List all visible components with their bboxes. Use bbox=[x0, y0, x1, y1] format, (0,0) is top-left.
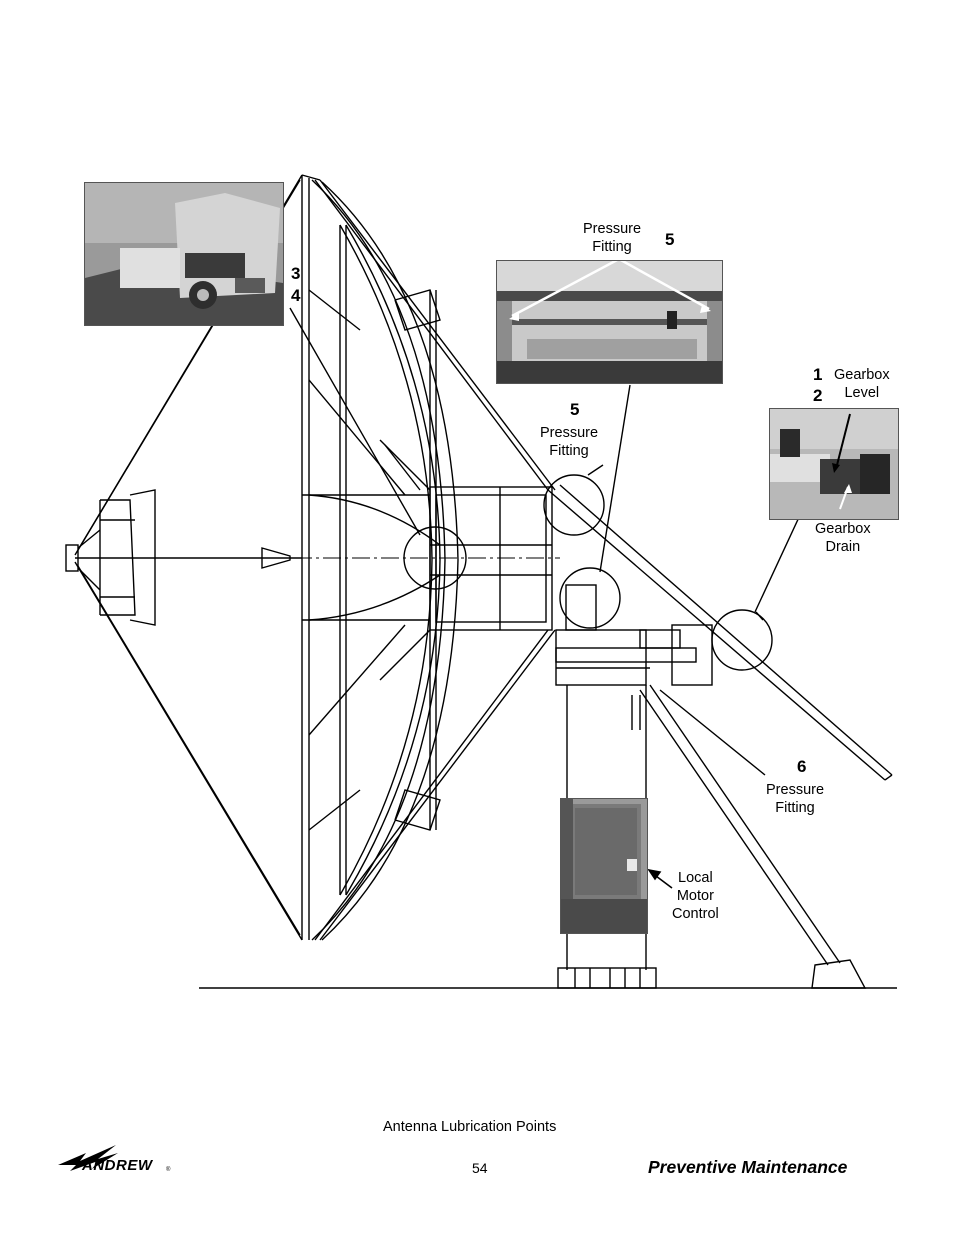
callout-5-mid: 5 bbox=[570, 400, 580, 419]
motor-control-photo bbox=[560, 798, 648, 934]
pressure-fitting-photo-top bbox=[496, 260, 723, 384]
figure-caption: Antenna Lubrication Points bbox=[383, 1119, 557, 1135]
callout-5-top: 5 bbox=[665, 230, 675, 249]
callout-4: 4 bbox=[291, 286, 301, 305]
gearbox-level-label: Gearbox Level bbox=[834, 367, 890, 401]
callout-3: 3 bbox=[291, 264, 301, 283]
andrew-logo: ANDREW ® bbox=[58, 1143, 173, 1179]
gear-drive-photo bbox=[84, 182, 284, 326]
gearbox-drain-label: Gearbox Drain bbox=[815, 521, 871, 555]
page-number: 54 bbox=[472, 1160, 488, 1176]
pressure-fitting-bottom-label: Pressure Fitting bbox=[766, 782, 825, 816]
pressure-fitting-mid-label: Pressure Fitting bbox=[540, 425, 599, 459]
callout-6: 6 bbox=[797, 757, 807, 776]
section-title: Preventive Maintenance bbox=[648, 1157, 848, 1177]
callout-2: 2 bbox=[813, 386, 823, 405]
gearbox-photo bbox=[769, 408, 899, 520]
local-motor-control-label: Local Motor Control bbox=[672, 870, 719, 922]
pressure-fitting-top-label: Pressure Fitting bbox=[583, 221, 642, 255]
callout-1: 1 bbox=[813, 365, 823, 384]
